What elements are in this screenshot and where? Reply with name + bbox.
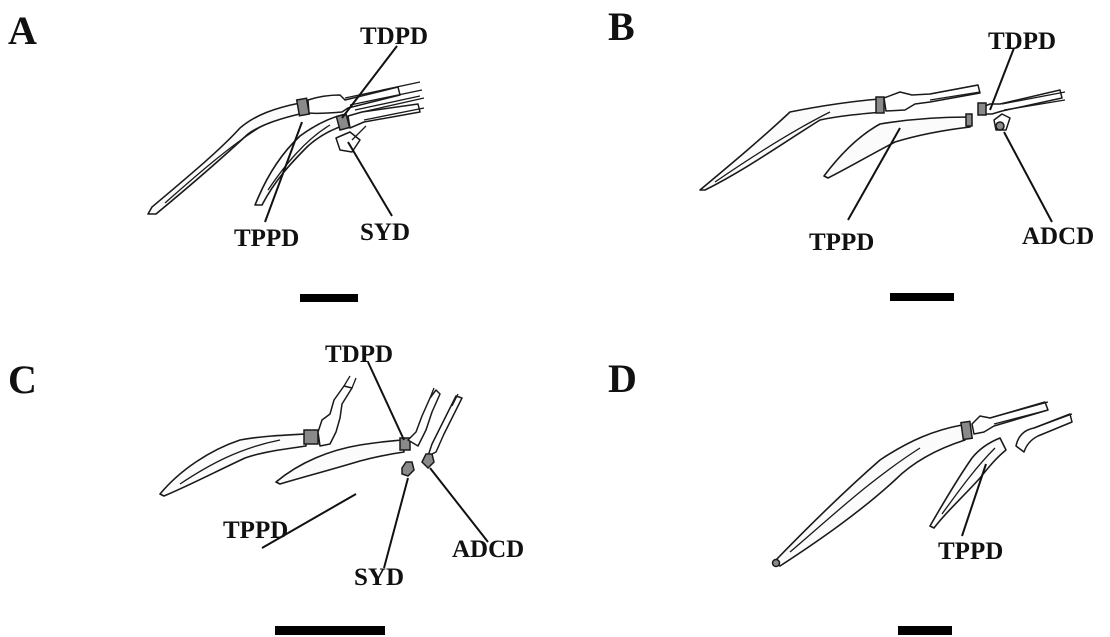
label-tdpd-a: TDPD xyxy=(360,23,428,50)
panel-letter-b: B xyxy=(608,4,635,49)
label-tppd-a: TPPD xyxy=(234,225,299,252)
scale-bar-d xyxy=(898,626,952,635)
label-adcd-b: ADCD xyxy=(1022,223,1094,250)
leader-tdpd-b xyxy=(990,48,1014,110)
leader-syd-c xyxy=(384,478,408,568)
panel-a: A TDPD TPPD SYD xyxy=(8,8,428,302)
leader-adcd-c xyxy=(430,468,488,542)
label-adcd-c: ADCD xyxy=(452,536,524,563)
panel-c: C TDPD TPPD SYD ADCD xyxy=(8,341,524,635)
panel-letter-a: A xyxy=(8,8,37,53)
panel-letter-d: D xyxy=(608,356,637,401)
panel-d: D TPPD xyxy=(608,356,1072,635)
small-adcd-bone-c xyxy=(422,454,434,468)
label-tdpd-b: TDPD xyxy=(988,28,1056,55)
terminal-phalanx-curved-c1 xyxy=(160,434,306,496)
panel-b: B TDPD TPPD ADCD xyxy=(608,4,1094,301)
terminal-phalanx-long-d xyxy=(774,425,965,566)
label-tdpd-c: TDPD xyxy=(325,341,393,368)
proximal-phalanx-c1 xyxy=(318,386,352,446)
label-syd-c: SYD xyxy=(354,564,404,591)
label-tppd-d: TPPD xyxy=(938,538,1003,565)
terminal-phalanx-pointed-b xyxy=(824,117,970,178)
leader-adcd-b xyxy=(1004,132,1052,222)
terminal-phalanx-pointed-d xyxy=(930,438,1006,528)
panel-letter-c: C xyxy=(8,357,37,402)
leader-syd-a xyxy=(348,142,392,216)
label-tppd-c: TPPD xyxy=(223,517,288,544)
scale-bar-c xyxy=(275,626,385,635)
label-syd-a: SYD xyxy=(360,219,410,246)
label-tppd-b: TPPD xyxy=(809,229,874,256)
leader-tdpd-c xyxy=(368,362,404,440)
scale-bar-a xyxy=(300,294,358,302)
small-syd-bone-c xyxy=(402,462,414,476)
proximal-phalanx-b xyxy=(884,85,980,111)
scale-bar-b xyxy=(890,293,954,301)
